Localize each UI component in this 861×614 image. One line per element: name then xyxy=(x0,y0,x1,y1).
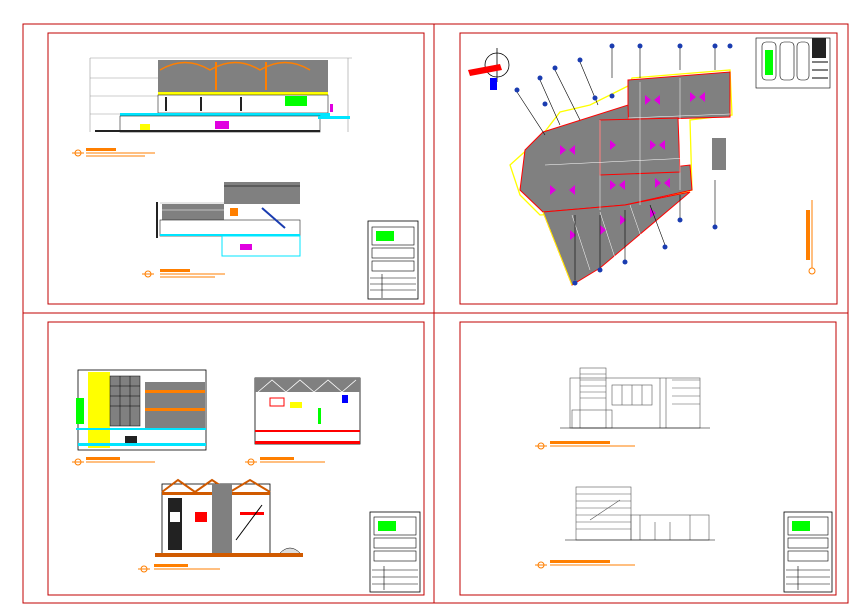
elevation-a-title xyxy=(535,441,635,450)
section-b-title xyxy=(142,269,225,278)
key-plan xyxy=(755,37,831,89)
section-e-title xyxy=(138,564,220,573)
roof-plan xyxy=(509,43,733,286)
elevation-b-title xyxy=(535,560,635,569)
plan-title-vertical xyxy=(806,200,816,275)
sheet-elevations-bottom-right xyxy=(459,321,837,596)
elevation-drawing-b xyxy=(565,486,715,541)
north-arrow xyxy=(468,48,510,90)
sheet-sections-top-left xyxy=(47,32,425,305)
elevation-drawing-a xyxy=(560,367,710,429)
title-block xyxy=(367,220,419,300)
section-drawing-e xyxy=(155,478,303,557)
section-d-title xyxy=(245,457,325,466)
section-a-title xyxy=(72,148,155,157)
section-drawing-a xyxy=(89,57,352,133)
sheet-roof-plan-top-right xyxy=(459,32,838,305)
title-block xyxy=(783,511,833,593)
section-drawing-d xyxy=(254,377,361,445)
section-drawing-b xyxy=(156,182,301,257)
section-drawing-c xyxy=(76,369,207,451)
section-c-title xyxy=(72,457,155,466)
sheet-sections-bottom-left xyxy=(47,321,425,596)
layout-frame xyxy=(22,23,849,604)
title-block xyxy=(369,511,421,593)
